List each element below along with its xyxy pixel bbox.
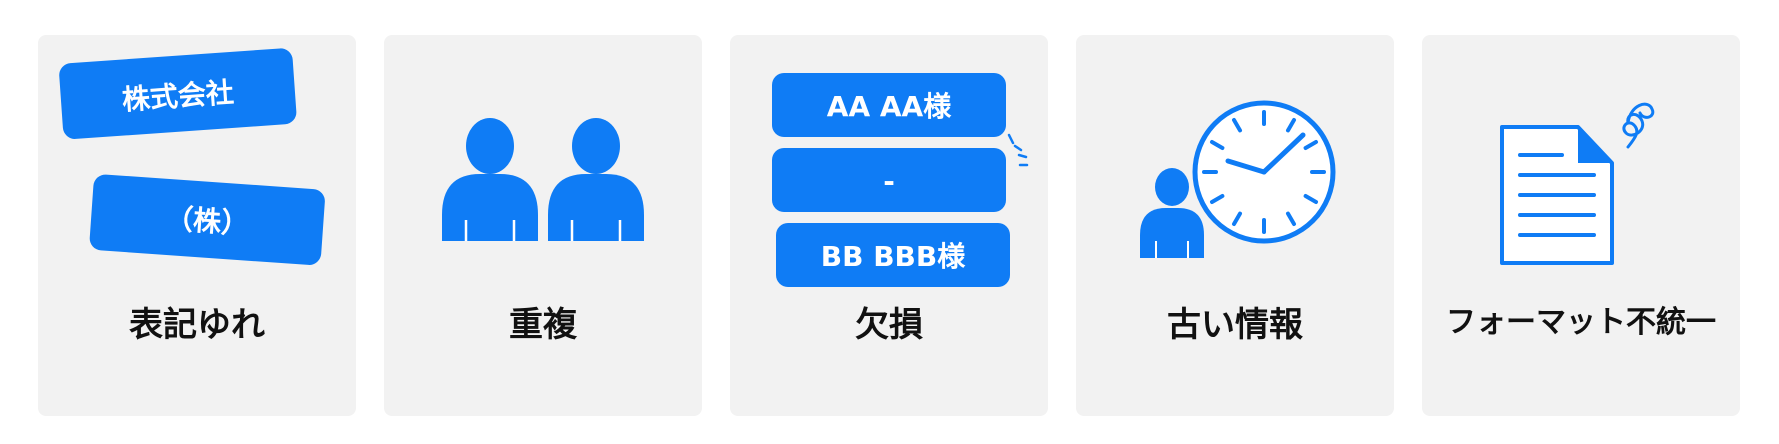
record-aa [772, 73, 1006, 137]
tag-kabu-abbrev-label: （株） [164, 202, 250, 241]
card-notation-variance: 株式会社 （株） 表記ゆれ [38, 35, 356, 416]
person-clock-icon [1140, 100, 1336, 258]
duplicate-people-icon [442, 118, 644, 241]
clock-tick [1232, 211, 1242, 226]
record-bb [776, 223, 1010, 287]
confused-document-icon [1500, 102, 1655, 265]
person-icon-right [548, 118, 644, 241]
clock-icon [1192, 100, 1336, 244]
card-title: 欠損 [855, 305, 923, 345]
clock-tick [1286, 211, 1296, 226]
clock-tick [1210, 140, 1225, 150]
card-inconsistent-format: フォーマット不統一 [1422, 35, 1740, 416]
clock-tick [1303, 140, 1318, 150]
card-title: フォーマット不統一 [1446, 305, 1716, 340]
confusion-squiggle-icon [1622, 102, 1655, 149]
tag-kabushiki-gaisha [59, 48, 297, 139]
clock-tick [1303, 194, 1318, 204]
card-missing: AA AA様 - BB BBB様 欠損 [730, 35, 1048, 416]
document-icon [1500, 125, 1614, 265]
clock-tick [1232, 118, 1242, 133]
person-icon-left [442, 118, 538, 241]
person-icon [1140, 168, 1204, 258]
card-title: 重複 [509, 305, 577, 345]
tag-kabu-abbrev [89, 174, 325, 265]
alert-marks-icon [1007, 133, 1029, 167]
record-bb-label: BB BBB様 [821, 240, 966, 273]
company-name-variant-tags: 株式会社 （株） [59, 48, 325, 265]
card-outdated: 古い情報 [1076, 35, 1394, 416]
card-title: 古い情報 [1167, 305, 1303, 345]
record-aa-label: AA AA様 [827, 90, 952, 123]
card-duplicate: 重複 [384, 35, 702, 416]
missing-value-records: AA AA様 - BB BBB様 [772, 73, 1029, 287]
clock-tick [1210, 194, 1225, 204]
record-missing-label: - [883, 165, 895, 198]
record-missing [772, 148, 1006, 212]
clock-tick [1286, 118, 1296, 133]
tag-kabushiki-gaisha-label: 株式会社 [121, 76, 235, 117]
card-title: 表記ゆれ [129, 305, 265, 345]
